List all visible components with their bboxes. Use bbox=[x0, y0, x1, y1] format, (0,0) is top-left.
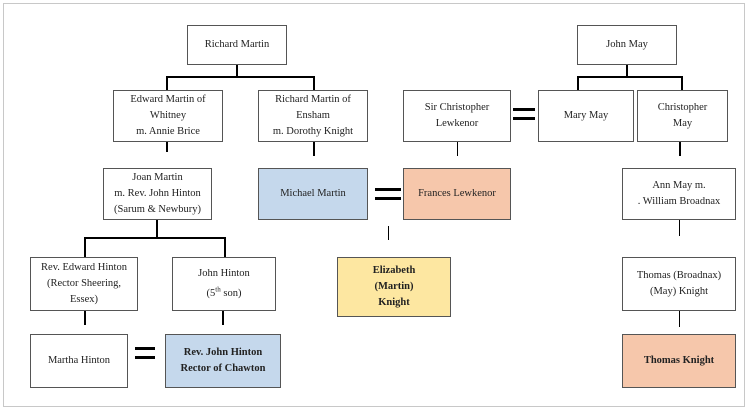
name-line: Knight bbox=[378, 297, 410, 309]
name-line: John Hinton bbox=[198, 267, 250, 279]
name-line: Rev. Edward Hinton bbox=[41, 261, 127, 273]
name-line: (Sarum & Newbury) bbox=[114, 204, 201, 216]
open-paren: ( bbox=[206, 288, 211, 299]
connector-line bbox=[313, 142, 315, 156]
name-line: Christopher bbox=[657, 101, 708, 113]
diagram-frame bbox=[3, 3, 745, 407]
connector-line bbox=[577, 76, 579, 90]
connector-line bbox=[166, 142, 168, 152]
name-line: Whitney bbox=[149, 109, 187, 121]
name-line-son: (5th son) bbox=[207, 286, 242, 302]
name-line: Thomas Knight bbox=[643, 354, 715, 366]
name-line: (May) Knight bbox=[649, 286, 709, 297]
person-ann-may: Ann May m. . William Broadnax bbox=[622, 168, 736, 220]
connector-line bbox=[84, 237, 86, 257]
name-line: m. Rev. John Hinton bbox=[114, 187, 201, 199]
name-line: Ann May m. bbox=[652, 179, 706, 191]
person-thomas-broadnax: Thomas (Broadnax) (May) Knight bbox=[622, 257, 736, 311]
connector-line bbox=[679, 220, 680, 236]
name-line: . William Broadnax bbox=[637, 196, 721, 207]
person-martha-hinton: Martha Hinton bbox=[30, 334, 128, 388]
connector-line bbox=[224, 237, 226, 257]
name-line: Joan Martin bbox=[132, 171, 183, 183]
name-line: John May bbox=[606, 38, 648, 50]
name-line: m. Annie Brice bbox=[136, 126, 200, 138]
son-rest: son) bbox=[220, 288, 242, 299]
name-line: Ensham bbox=[296, 109, 330, 121]
name-line: (Rector Sheering, bbox=[46, 277, 122, 289]
person-michael-martin: Michael Martin bbox=[258, 168, 368, 220]
name-line: Lewkenor bbox=[435, 118, 479, 129]
name-line: Rector of Chawton bbox=[180, 363, 266, 374]
person-elizabeth-martin-knight: Elizabeth (Martin) Knight bbox=[337, 257, 451, 317]
person-richard-martin: Richard Martin bbox=[187, 25, 287, 65]
connector-line bbox=[626, 65, 628, 77]
connector-line bbox=[388, 226, 389, 240]
connector-line bbox=[457, 142, 458, 156]
name-line: May bbox=[672, 118, 693, 129]
person-edward-martin: Edward Martin of Whitney m. Annie Brice bbox=[113, 90, 223, 142]
name-line: Rev. John Hinton bbox=[183, 346, 263, 358]
ordinal-suffix: th bbox=[215, 285, 221, 294]
name-line: Mary May bbox=[563, 109, 609, 121]
name-line: Elizabeth bbox=[372, 264, 416, 276]
name-line: Richard Martin of bbox=[275, 93, 351, 105]
person-rev-edward-hinton: Rev. Edward Hinton (Rector Sheering, Ess… bbox=[30, 257, 138, 311]
person-thomas-knight: Thomas Knight bbox=[622, 334, 736, 388]
name-line: Essex) bbox=[70, 294, 98, 306]
person-frances-lewkenor: Frances Lewkenor bbox=[403, 168, 511, 220]
connector-line bbox=[577, 76, 683, 78]
person-john-hinton: John Hinton (5th son) bbox=[172, 257, 276, 311]
name-line: Thomas (Broadnax) bbox=[636, 269, 722, 281]
name-line: Richard Martin bbox=[204, 38, 270, 50]
name-line: Sir Christopher bbox=[424, 101, 490, 113]
name-line: Edward Martin of bbox=[130, 93, 206, 105]
connector-line bbox=[681, 76, 683, 90]
son-number: 5 bbox=[210, 288, 216, 299]
connector-line bbox=[679, 311, 680, 327]
name-line: Michael Martin bbox=[280, 187, 346, 199]
marriage-symbol-lewkenor-may bbox=[513, 108, 535, 120]
name-line: m. Dorothy Knight bbox=[272, 126, 354, 138]
person-richard-martin-ensham: Richard Martin of Ensham m. Dorothy Knig… bbox=[258, 90, 368, 142]
person-john-may: John May bbox=[577, 25, 677, 65]
marriage-symbol-hinton bbox=[135, 347, 155, 359]
person-joan-martin: Joan Martin m. Rev. John Hinton (Sarum &… bbox=[103, 168, 212, 220]
connector-line bbox=[156, 220, 158, 238]
connector-line bbox=[84, 311, 86, 325]
name-line: (Martin) bbox=[374, 280, 414, 292]
name-line: Frances Lewkenor bbox=[418, 187, 496, 199]
person-rev-john-hinton-chawton: Rev. John Hinton Rector of Chawton bbox=[165, 334, 281, 388]
person-sir-christopher-lewkenor: Sir Christopher Lewkenor bbox=[403, 90, 511, 142]
connector-line bbox=[222, 311, 224, 325]
name-line: Martha Hinton bbox=[47, 354, 111, 366]
connector-line bbox=[236, 65, 238, 77]
connector-line bbox=[84, 237, 226, 239]
person-christopher-may: Christopher May bbox=[637, 90, 728, 142]
connector-line bbox=[679, 142, 681, 156]
connector-line bbox=[166, 76, 168, 90]
marriage-symbol-martin-lewkenor bbox=[375, 188, 401, 200]
person-mary-may: Mary May bbox=[538, 90, 634, 142]
connector-line bbox=[166, 76, 315, 78]
connector-line bbox=[313, 76, 315, 90]
